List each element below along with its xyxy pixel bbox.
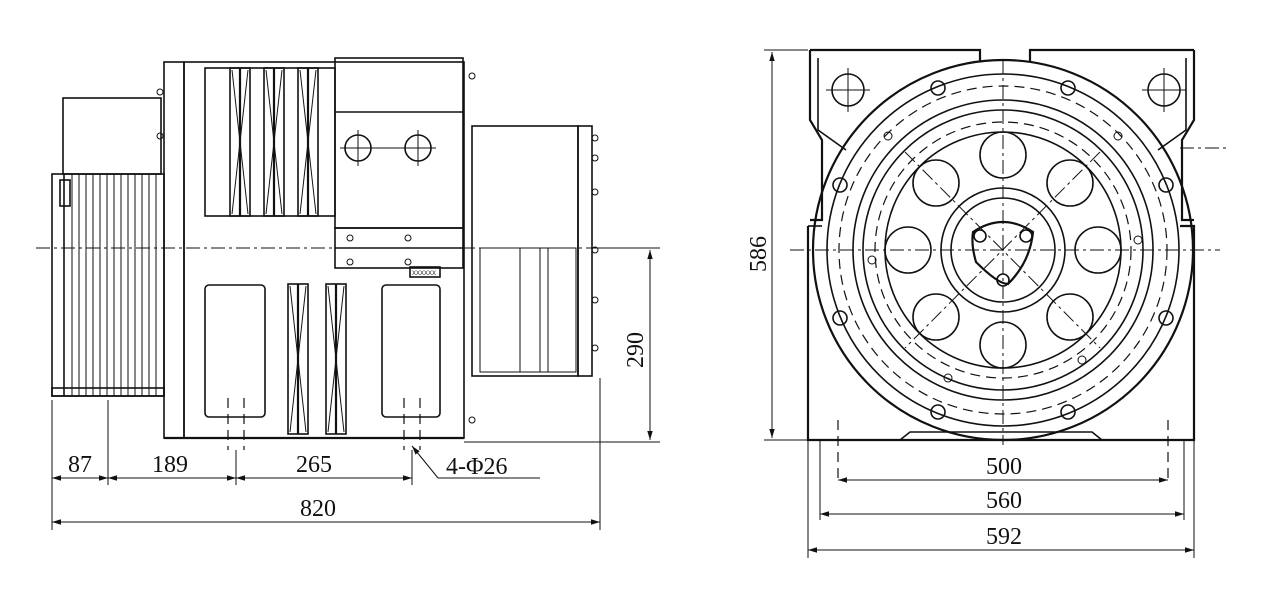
front-base [806,224,1196,442]
dim-290: 290 [623,332,649,368]
dim-265: 265 [296,452,332,478]
sheave-upper-window [204,67,336,217]
bracket-left [808,50,824,222]
housing-left-flange [163,61,185,439]
sheave-grooves-upper [229,67,319,217]
sheave-grooves-lower [287,283,347,435]
dim-500: 500 [986,454,1022,480]
dim-560: 560 [986,488,1022,514]
bracket-right [1180,50,1196,222]
brake-box [62,97,162,175]
foot-right-window [381,284,441,418]
motor-block [334,57,464,229]
rear-brake-housing [471,125,579,377]
dim-87: 87 [68,452,92,478]
housing-body [183,61,465,439]
dim-189: 189 [152,452,188,478]
hole-note: 4-Φ26 [446,454,508,480]
dim-592: 592 [986,524,1022,550]
side-view: XXXXXX [36,57,660,530]
dim-586: 586 [746,236,772,272]
nameplate-text: XXXXXX [412,271,436,277]
brake-fins [51,173,165,397]
foot-left-window [204,284,266,418]
dim-820: 820 [300,496,336,522]
front-view: 586 500 560 592 [746,48,1230,558]
outer-bolt-holes [832,80,1174,420]
nameplate [409,266,441,278]
